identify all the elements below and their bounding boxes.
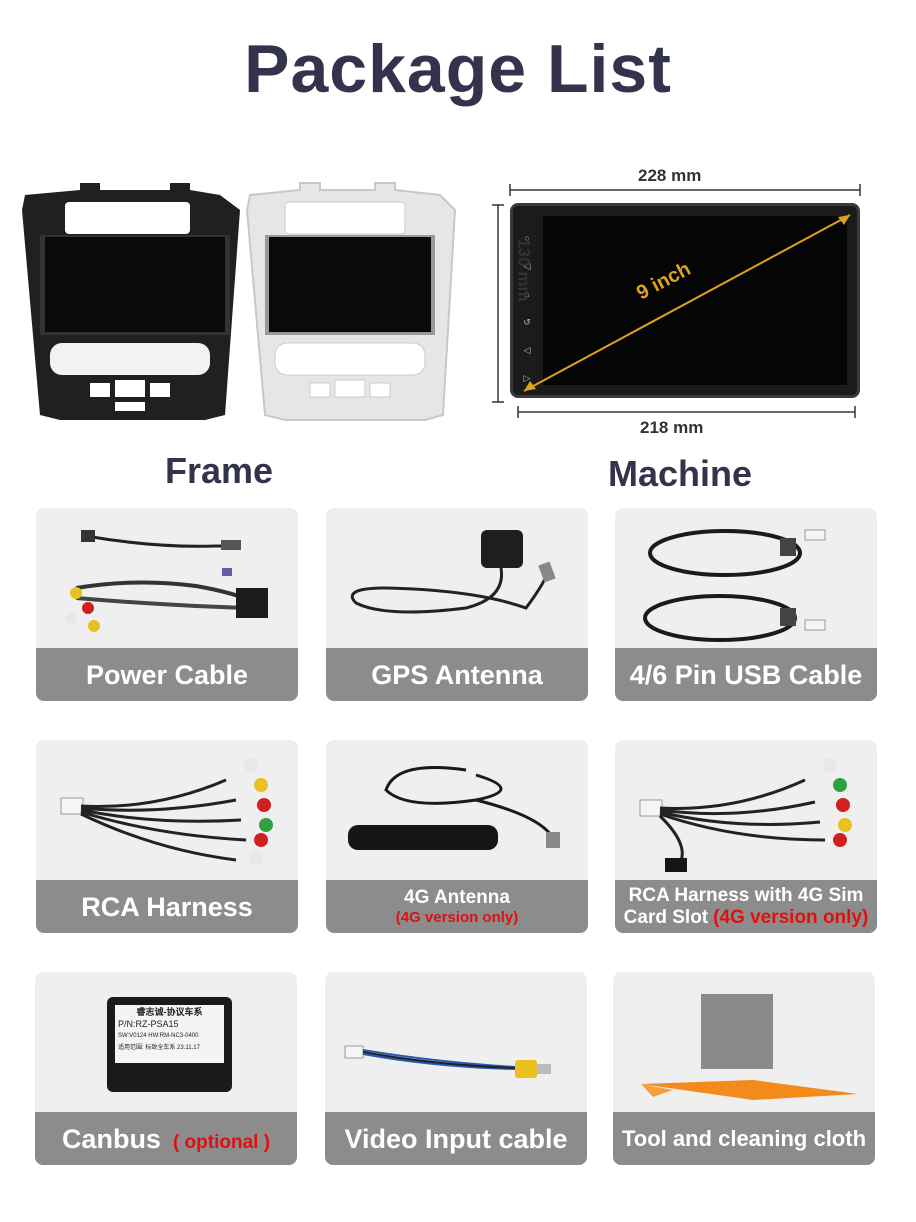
- item-gps-antenna: GPS Antenna: [326, 508, 588, 701]
- canbus-note: ( optional ): [172, 1131, 271, 1153]
- rca-harness-4g-note: (4G version only): [713, 906, 869, 928]
- power-cable-label: Power Cable: [85, 659, 249, 690]
- usb-cable-label: 4/6 Pin USB Cable: [629, 659, 863, 690]
- tool-cloth-image: [641, 994, 858, 1100]
- video-input-cable-label: Video Input cable: [344, 1123, 568, 1154]
- gps-antenna-label-bar: GPS Antenna: [326, 648, 588, 701]
- item-power-cable: Power Cable: [36, 508, 298, 701]
- item-rca-harness-4g: RCA Harness with 4G Sim Card Slot (4G ve…: [615, 740, 877, 933]
- dimension-lines: [492, 184, 861, 418]
- canbus-sticker-line4: 适用范围: 标致全车系 23.11.17: [118, 1045, 200, 1051]
- canbus-label-bar: Canbus ( optional ): [35, 1112, 297, 1165]
- 4g-antenna-label: 4G Antenna: [404, 886, 510, 908]
- item-tool-cloth: Tool and cleaning cloth: [613, 972, 875, 1165]
- rca-harness-label: RCA Harness: [81, 891, 253, 922]
- rca-harness-4g-label-line1: RCA Harness with 4G Sim: [628, 884, 864, 906]
- tool-cloth-label-bar: Tool and cleaning cloth: [613, 1112, 875, 1165]
- rca-harness-label-bar: RCA Harness: [36, 880, 298, 933]
- canbus-label: Canbus: [61, 1123, 161, 1154]
- diagonal-line: [523, 214, 851, 392]
- machine-label: Machine: [608, 453, 753, 494]
- power-cable-image: [65, 530, 268, 632]
- machine-side-icons: ○◁⌂↺◁▷: [523, 233, 531, 383]
- 4g-antenna-label-bar: 4G Antenna (4G version only): [326, 880, 588, 933]
- width-bottom-label: 218 mm: [640, 418, 704, 437]
- power-cable-label-bar: Power Cable: [36, 648, 298, 701]
- frame-image-silver: [245, 182, 457, 421]
- canbus-sticker-line1: 睿志诚-协议车系: [136, 1007, 203, 1017]
- frame-label: Frame: [165, 450, 274, 491]
- rca-harness-image: [60, 758, 273, 865]
- usb-cable-image: [643, 529, 826, 642]
- item-video-input-cable: Video Input cable: [325, 972, 587, 1165]
- item-usb-cable: 4/6 Pin USB Cable: [615, 508, 877, 701]
- rca-harness-4g-label-line2: Card Slot: [623, 906, 709, 928]
- canbus-sticker: 睿志诚-协议车系 P/N:RZ-PSA15 SW:V0124 HW:RM-NC3…: [115, 1005, 224, 1063]
- canbus-sticker-line3: SW:V0124 HW:RM-NC3-0400: [118, 1033, 199, 1039]
- gps-antenna-image: [350, 530, 556, 614]
- frame-image-black: [22, 183, 240, 420]
- video-input-cable-label-bar: Video Input cable: [325, 1112, 587, 1165]
- height-label: 130 mm: [514, 238, 534, 302]
- canbus-box-image: 睿志诚-协议车系 P/N:RZ-PSA15 SW:V0124 HW:RM-NC3…: [107, 997, 232, 1092]
- page-title: Package List: [244, 31, 672, 107]
- item-4g-antenna: 4G Antenna (4G version only): [326, 740, 588, 933]
- tool-cloth-label: Tool and cleaning cloth: [621, 1125, 867, 1151]
- 4g-antenna-note: (4G version only): [395, 908, 519, 926]
- machine-image: ○◁⌂↺◁▷: [510, 203, 860, 398]
- canbus-sticker-line2: P/N:RZ-PSA15: [118, 1019, 179, 1029]
- item-rca-harness: RCA Harness: [36, 740, 298, 933]
- width-top-label: 228 mm: [638, 166, 702, 185]
- 4g-antenna-image: [348, 766, 560, 850]
- video-input-cable-image: [344, 1045, 551, 1078]
- gps-antenna-label: GPS Antenna: [371, 659, 543, 690]
- usb-cable-label-bar: 4/6 Pin USB Cable: [615, 648, 877, 701]
- rca-harness-4g-label-bar: RCA Harness with 4G Sim Card Slot (4G ve…: [615, 880, 877, 933]
- rca-harness-4g-image: [639, 758, 852, 872]
- item-canbus: 睿志诚-协议车系 P/N:RZ-PSA15 SW:V0124 HW:RM-NC3…: [35, 972, 297, 1165]
